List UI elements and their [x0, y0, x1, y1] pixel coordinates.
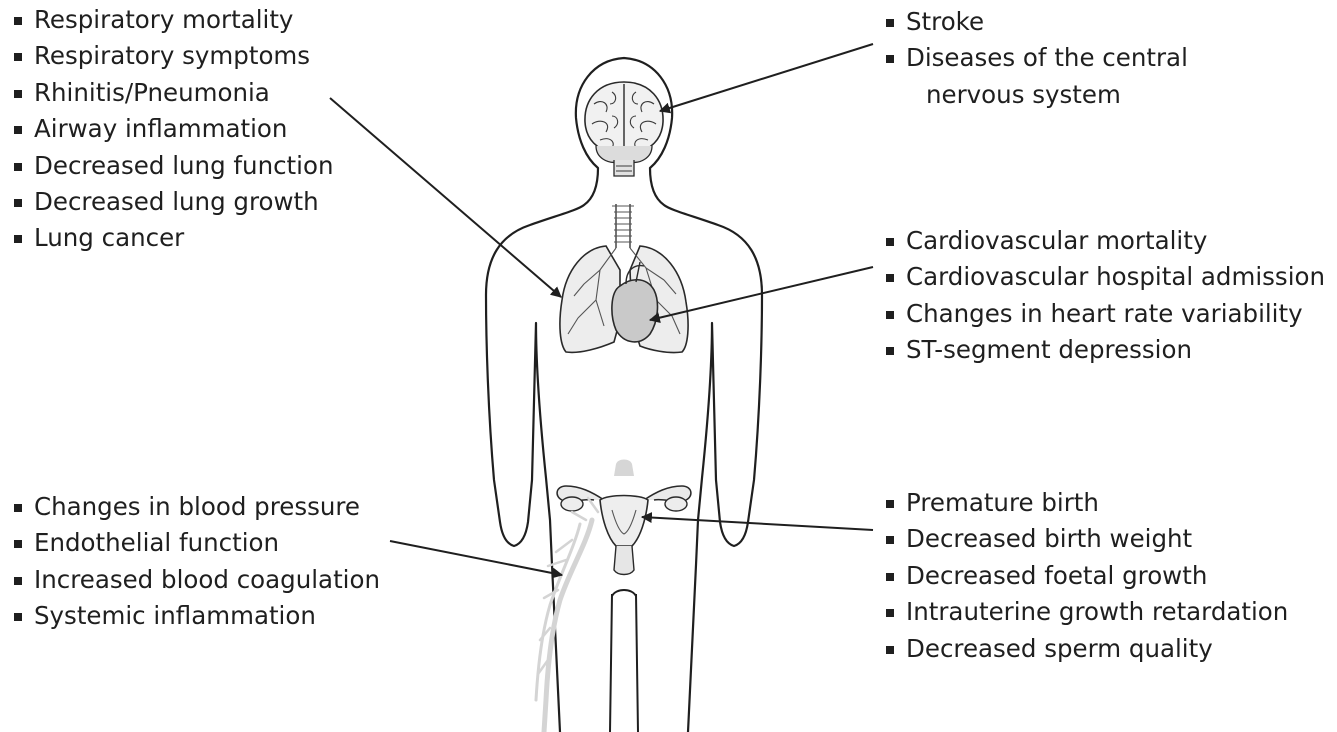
- respiratory-effects-list: Respiratory mortality Respiratory sympto…: [12, 2, 334, 257]
- list-item: Rhinitis/Pneumonia: [12, 75, 334, 111]
- list-item-continuation: nervous system: [884, 77, 1188, 113]
- list-item: Decreased lung function: [12, 148, 334, 184]
- arrow-lungs: [330, 98, 561, 297]
- list-item: Intrauterine growth retardation: [884, 594, 1288, 630]
- list-item: Changes in heart rate variability: [884, 296, 1325, 332]
- list-item: Cardiovascular mortality: [884, 223, 1325, 259]
- list-item: Cardiovascular hospital admission: [884, 259, 1325, 295]
- list-item: Decreased sperm quality: [884, 631, 1288, 667]
- arrow-vessels: [390, 541, 562, 575]
- arrow-brain: [660, 44, 873, 111]
- list-item: Respiratory mortality: [12, 2, 334, 38]
- list-item: Respiratory symptoms: [12, 38, 334, 74]
- list-item: Decreased birth weight: [884, 521, 1288, 557]
- list-item: Systemic inflammation: [12, 598, 380, 634]
- brain-effects-list: Stroke Diseases of the central nervous s…: [884, 4, 1188, 113]
- vascular-effects-list: Changes in blood pressure Endothelial fu…: [12, 489, 380, 635]
- list-item: Decreased foetal growth: [884, 558, 1288, 594]
- cardiovascular-effects-list: Cardiovascular mortality Cardiovascular …: [884, 223, 1325, 369]
- list-item: Airway inflammation: [12, 111, 334, 147]
- list-item: Endothelial function: [12, 525, 380, 561]
- list-item: ST-segment depression: [884, 332, 1325, 368]
- reproductive-effects-list: Premature birth Decreased birth weight D…: [884, 485, 1288, 667]
- list-item: Decreased lung growth: [12, 184, 334, 220]
- list-item: Increased blood coagulation: [12, 562, 380, 598]
- list-item: Diseases of the central: [884, 40, 1188, 76]
- list-item: Changes in blood pressure: [12, 489, 380, 525]
- list-item: Lung cancer: [12, 220, 334, 256]
- list-item: Premature birth: [884, 485, 1288, 521]
- list-item: Stroke: [884, 4, 1188, 40]
